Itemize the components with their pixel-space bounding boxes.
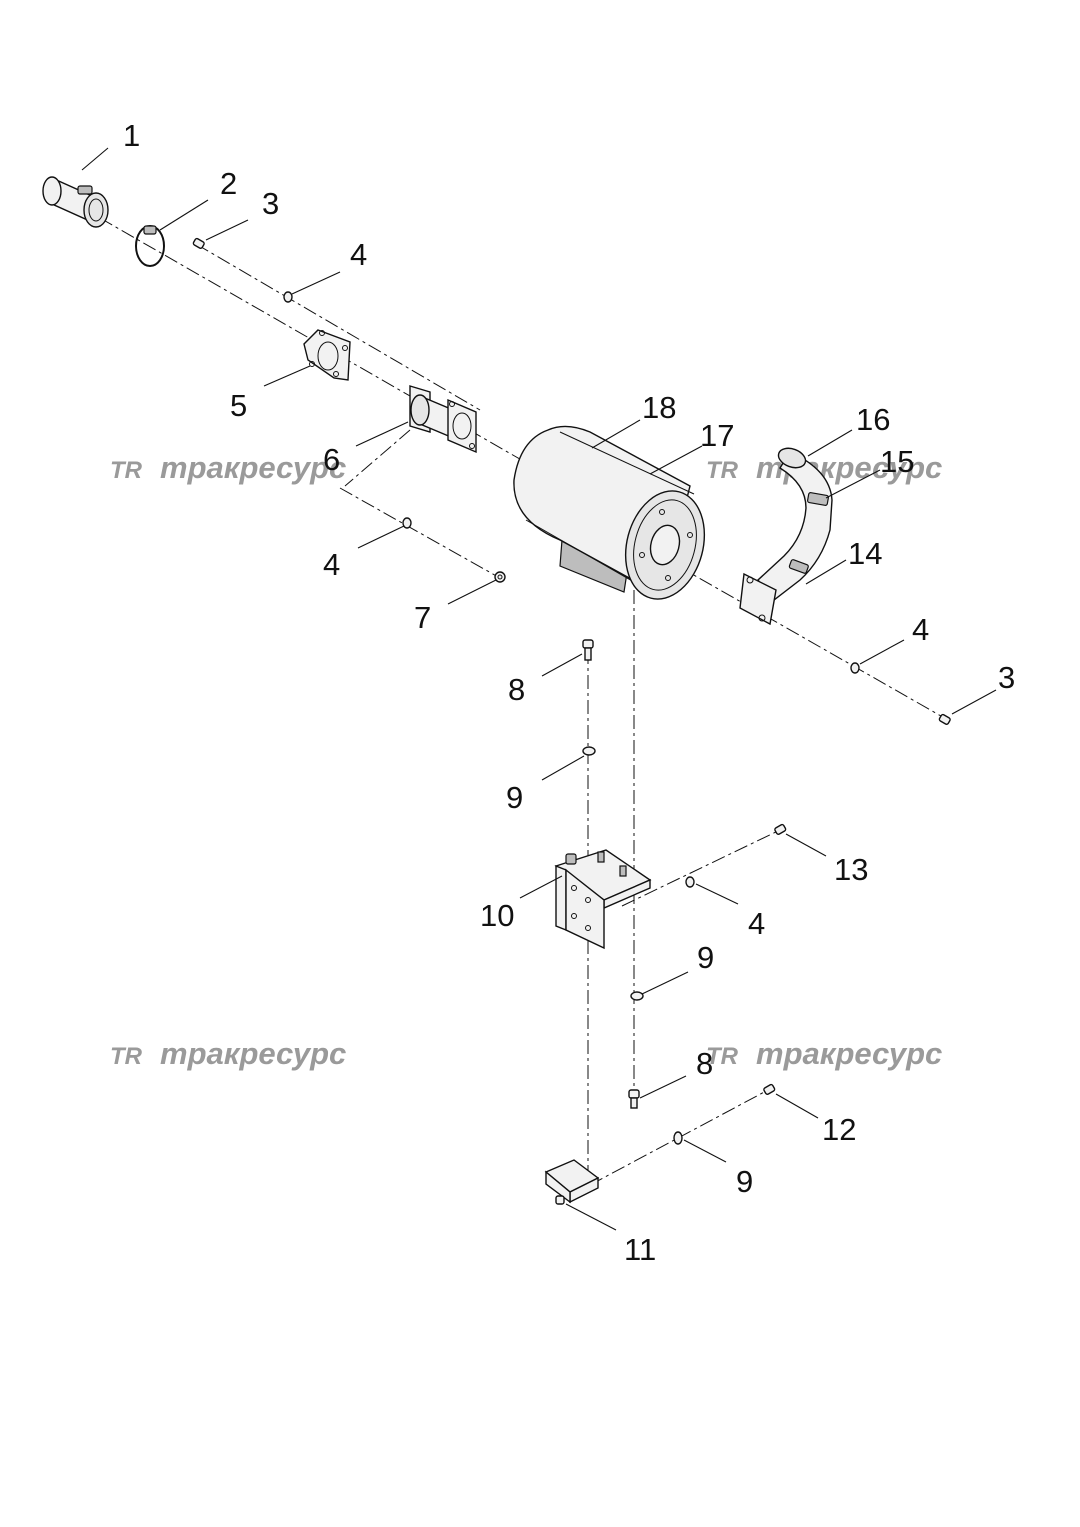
callout-8-lower: 8 bbox=[696, 1046, 713, 1081]
callout-3-lower: 3 bbox=[998, 660, 1015, 695]
callout-13: 13 bbox=[834, 852, 868, 887]
watermark-logo: TR bbox=[110, 457, 143, 484]
part-10-bracket bbox=[554, 849, 652, 950]
callout-14: 14 bbox=[848, 536, 882, 571]
part-8-bolt-upper bbox=[582, 639, 594, 661]
callout-8-upper: 8 bbox=[508, 672, 525, 707]
part-3-bolt-upper bbox=[192, 237, 205, 249]
callout-16: 16 bbox=[856, 402, 890, 437]
part-4-washer-left bbox=[402, 517, 412, 529]
watermark-logo: TR bbox=[706, 1043, 739, 1070]
part-13-bolt bbox=[774, 823, 787, 835]
part-4-washer-right bbox=[850, 662, 860, 674]
part-9-washer-lower bbox=[673, 1131, 683, 1145]
part-4-washer-bracket bbox=[685, 876, 695, 888]
callout-6: 6 bbox=[323, 442, 340, 477]
callout-10: 10 bbox=[480, 898, 514, 933]
callout-9-lower: 9 bbox=[736, 1164, 753, 1199]
callout-18: 18 bbox=[642, 390, 676, 425]
callout-2: 2 bbox=[220, 166, 237, 201]
callout-11: 11 bbox=[624, 1232, 656, 1267]
callout-1: 1 bbox=[123, 118, 140, 153]
part-5-gasket bbox=[303, 329, 351, 381]
callout-17: 17 bbox=[700, 418, 734, 453]
watermark-text: тракресурс bbox=[160, 1036, 346, 1071]
part-17-18-muffler bbox=[513, 425, 706, 600]
part-11-lower-bracket bbox=[544, 1159, 600, 1205]
callout-7: 7 bbox=[414, 600, 431, 635]
watermark-text: тракресурс bbox=[160, 450, 346, 485]
callout-4-right: 4 bbox=[912, 612, 929, 647]
part-9-washer-upper bbox=[582, 746, 596, 756]
callout-3-upper: 3 bbox=[262, 186, 279, 221]
callout-4-bracket: 4 bbox=[748, 906, 765, 941]
part-3-bolt-lower bbox=[938, 713, 951, 725]
part-8-bolt-lower bbox=[628, 1089, 640, 1109]
callout-9-upper: 9 bbox=[506, 780, 523, 815]
callout-12: 12 bbox=[822, 1112, 856, 1147]
callout-15: 15 bbox=[880, 444, 914, 479]
callout-5: 5 bbox=[230, 388, 247, 423]
part-7-nut bbox=[494, 571, 506, 583]
callout-9-middle: 9 bbox=[697, 940, 714, 975]
part-9-washer-middle bbox=[630, 991, 644, 1001]
part-14-16-tailpipe bbox=[739, 447, 833, 626]
callout-numbers: 1 2 3 4 5 6 4 7 18 17 16 15 14 4 3 8 9 1… bbox=[123, 118, 1015, 1267]
part-4-washer-upper bbox=[283, 291, 293, 303]
watermark-logo: TR bbox=[706, 457, 739, 484]
part-2-clamp-ring bbox=[135, 225, 165, 267]
watermark-bottom-left: TR тракресурс bbox=[110, 1036, 346, 1071]
watermark-text: тракресурс bbox=[756, 1036, 942, 1071]
leader-lines bbox=[81, 147, 997, 1231]
watermark-top-left: TR тракресурс bbox=[110, 450, 346, 485]
watermark-logo: TR bbox=[110, 1043, 143, 1070]
callout-4-left: 4 bbox=[323, 547, 340, 582]
part-6-flange-pipe bbox=[409, 385, 477, 454]
callout-4-upper: 4 bbox=[350, 237, 367, 272]
part-12-bolt bbox=[763, 1083, 776, 1095]
part-1-sleeve bbox=[42, 176, 109, 228]
watermark-bottom-right: TR тракресурс bbox=[706, 1036, 942, 1071]
